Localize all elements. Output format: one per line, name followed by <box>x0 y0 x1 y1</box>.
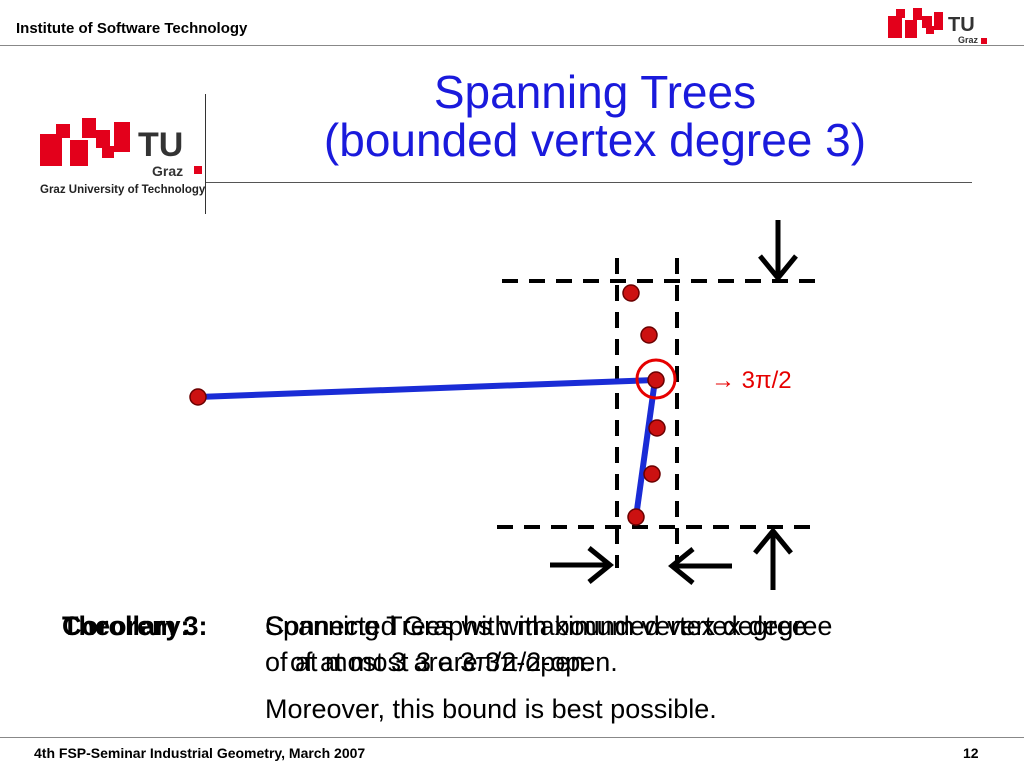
statement-line-1-a: Spanning Trees with maximum vertex degre… <box>265 611 807 641</box>
angle-label: → 3π/2 <box>711 367 792 394</box>
statement-line-2-b: of at most 3 are 3π/2-open. <box>290 647 618 677</box>
arrow-down-icon <box>758 220 798 282</box>
tree-edge-vertical <box>633 379 658 518</box>
vertex <box>647 371 665 389</box>
footer-divider <box>0 737 1024 738</box>
theorem-label: Theorem 3: <box>62 611 208 641</box>
tu-brand-small: TU <box>948 14 975 36</box>
university-name: Graz University of Technology <box>40 184 206 196</box>
tu-graz-logo-large: TU Graz <box>40 118 202 179</box>
arrow-left-icon <box>668 547 732 585</box>
vertex <box>189 388 207 406</box>
statement-line-2-a: of at most 3 are 3π/2-open. <box>265 647 593 677</box>
angle-highlight-circle <box>635 358 677 400</box>
slide-title: Spanning Trees (bounded vertex degree 3) <box>230 68 960 164</box>
tree-edge-horizontal <box>197 377 656 400</box>
corollary-label: Corollary: <box>62 611 190 641</box>
tu-brand-large: TU <box>138 126 183 164</box>
vertex <box>640 326 658 344</box>
graz-brand-large: Graz <box>152 163 183 179</box>
vertex <box>643 465 661 483</box>
tu-graz-logo-small: TU Graz <box>888 8 987 45</box>
vertex <box>622 284 640 302</box>
arrow-right-icon <box>550 546 614 584</box>
title-line-1: Spanning Trees <box>433 66 757 118</box>
institute-name: Institute of Software Technology <box>16 20 248 37</box>
graz-brand-small: Graz <box>958 35 979 45</box>
statement-line-3: Moreover, this bound is best possible. <box>265 694 717 724</box>
tu-graz-logo-small-mark <box>888 8 987 44</box>
statement-line-1-b: Connected Graphs with bounded vertex deg… <box>265 611 833 641</box>
vertex <box>627 508 645 526</box>
title-divider <box>206 182 972 183</box>
logo-divider <box>205 94 206 214</box>
vertex <box>648 419 666 437</box>
page-number: 12 <box>963 745 979 761</box>
header-divider <box>0 45 1024 46</box>
tu-graz-logo-large-mark <box>40 118 202 174</box>
title-line-2: (bounded vertex degree 3) <box>323 114 867 166</box>
arrow-up-icon <box>753 527 793 590</box>
footer-event: 4th FSP-Seminar Industrial Geometry, Mar… <box>34 745 366 761</box>
